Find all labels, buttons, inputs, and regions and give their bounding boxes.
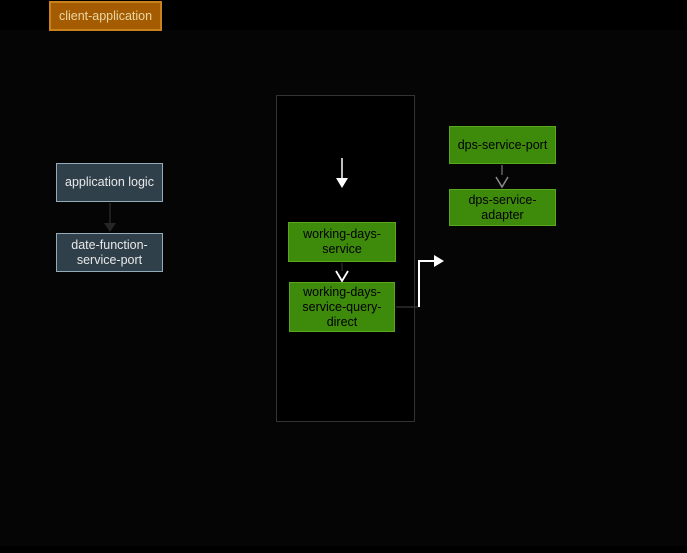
node-application-logic: application logic [56, 163, 163, 202]
node-client-application: client-application [49, 1, 162, 31]
node-label: working-days-service [303, 227, 381, 256]
node-working-days-service: working-days-service [288, 222, 396, 262]
node-label: dps-service-adapter [468, 192, 537, 222]
node-working-days-service-query-direct: working-days-service-query-direct [289, 282, 395, 332]
node-label: dps-service-port [457, 137, 548, 152]
node-date-function-service-port: date-function-service-port [56, 233, 163, 272]
node-dps-service-port: dps-service-port [449, 126, 556, 164]
node-label: date-function-service-port [71, 237, 148, 267]
node-label: client-application [58, 8, 153, 23]
node-label: application logic [65, 175, 154, 189]
node-label: working-days-service-query-direct [302, 284, 382, 329]
node-dps-service-adapter: dps-service-adapter [449, 189, 556, 226]
